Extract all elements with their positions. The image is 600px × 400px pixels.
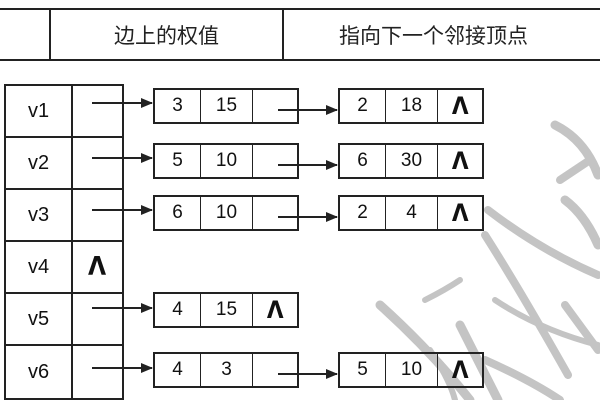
adjvex-cell: 5 <box>155 145 201 177</box>
edge-node: 2 18 Λ <box>338 88 484 124</box>
vertex-row-v4: v4 Λ <box>6 242 122 294</box>
null-icon: Λ <box>451 147 469 175</box>
next-pointer-cell: Λ <box>438 145 482 177</box>
vertex-name: v4 <box>6 242 73 292</box>
weight-cell: 3 <box>201 354 253 386</box>
weight-cell: 15 <box>201 294 253 326</box>
weight-cell: 30 <box>386 145 438 177</box>
adjvex-cell: 6 <box>155 197 201 229</box>
vertex-row-v1: v1 <box>6 86 122 138</box>
header-row: 边上的权值 指向下一个邻接顶点 <box>0 8 600 61</box>
weight-cell: 4 <box>386 197 438 229</box>
vertex-name: v6 <box>6 346 73 398</box>
null-icon: Λ <box>88 252 107 282</box>
adjvex-cell: 6 <box>340 145 386 177</box>
next-pointer-cell: Λ <box>438 197 482 229</box>
weight-cell: 10 <box>201 145 253 177</box>
edge-node: 5 10 <box>153 143 299 179</box>
null-pointer: Λ <box>73 242 122 292</box>
adjvex-cell: 3 <box>155 90 201 122</box>
vertex-table: v1 v2 v3 v4 Λ v5 v6 <box>4 84 124 400</box>
adjvex-cell: 2 <box>340 197 386 229</box>
vertex-row-v5: v5 <box>6 294 122 346</box>
adjvex-cell: 4 <box>155 354 201 386</box>
weight-cell: 10 <box>386 354 438 386</box>
edge-node: 3 15 <box>153 88 299 124</box>
next-pointer-cell: Λ <box>253 294 297 326</box>
next-pointer-cell: Λ <box>438 90 482 122</box>
edge-node: 4 3 <box>153 352 299 388</box>
null-icon: Λ <box>451 199 469 227</box>
vertex-name: v2 <box>6 138 73 188</box>
null-icon: Λ <box>266 296 284 324</box>
vertex-row-v6: v6 <box>6 346 122 398</box>
vertex-name: v3 <box>6 190 73 240</box>
vertex-row-v3: v3 <box>6 190 122 242</box>
vertex-name: v5 <box>6 294 73 344</box>
adjvex-cell: 2 <box>340 90 386 122</box>
adjvex-cell: 5 <box>340 354 386 386</box>
vertex-row-v2: v2 <box>6 138 122 190</box>
vertex-name: v1 <box>6 86 73 136</box>
edge-node: 5 10 Λ <box>338 352 484 388</box>
header-cell-blank <box>0 10 51 59</box>
weight-cell: 10 <box>201 197 253 229</box>
header-cell-weight: 边上的权值 <box>51 10 284 59</box>
weight-cell: 15 <box>201 90 253 122</box>
null-icon: Λ <box>451 92 469 120</box>
null-icon: Λ <box>451 356 469 384</box>
edge-node: 6 10 <box>153 195 299 231</box>
header-cell-next: 指向下一个邻接顶点 <box>339 23 528 48</box>
edge-node: 4 15 Λ <box>153 292 299 328</box>
edge-node: 6 30 Λ <box>338 143 484 179</box>
weight-cell: 18 <box>386 90 438 122</box>
next-pointer-cell: Λ <box>438 354 482 386</box>
adjvex-cell: 4 <box>155 294 201 326</box>
edge-node: 2 4 Λ <box>338 195 484 231</box>
